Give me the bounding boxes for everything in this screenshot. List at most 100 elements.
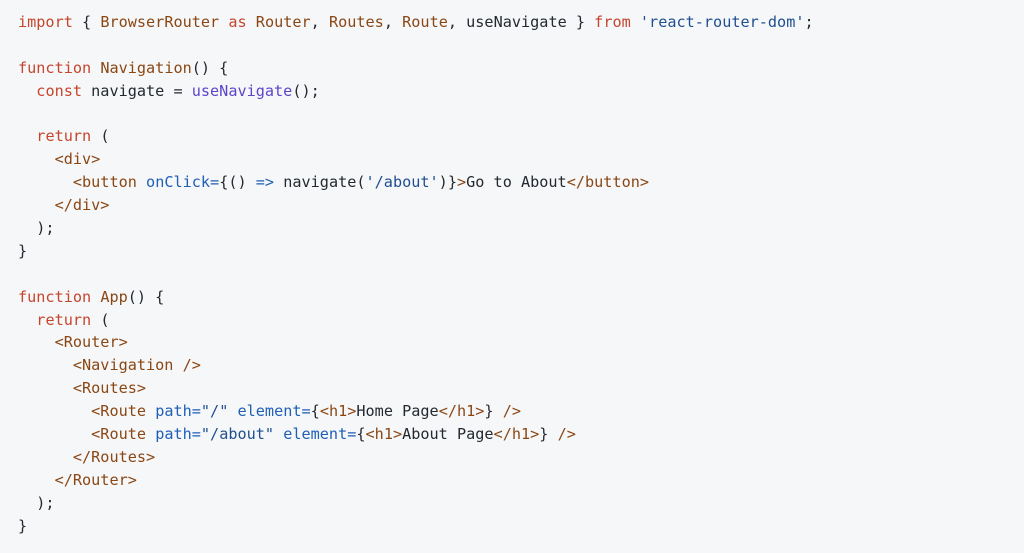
- code-token-plain: Go to About: [466, 173, 567, 192]
- code-token-plain: }: [484, 402, 503, 421]
- code-token-plain: () {: [127, 287, 165, 306]
- code-token-tag: />: [182, 356, 201, 375]
- code-token-hook: useNavigate: [191, 81, 293, 100]
- code-token-tag: <Routes>: [72, 379, 147, 398]
- code-token-plain: navigate =: [82, 81, 192, 100]
- code-token-plain: [173, 356, 182, 374]
- code-token-plain: [18, 150, 55, 168]
- code-token-plain: [247, 13, 256, 31]
- code-token-plain: }: [539, 425, 558, 444]
- code-token-tag: <div>: [54, 150, 101, 169]
- code-token-plain: [18, 471, 55, 489]
- code-line: }: [18, 515, 1024, 538]
- code-token-plain: {(): [219, 173, 256, 192]
- code-token-plain: [91, 59, 100, 77]
- code-line: <Router>: [18, 331, 1024, 354]
- code-line: return (: [18, 309, 1024, 332]
- code-token-plain: {: [356, 425, 366, 444]
- code-token-plain: [18, 173, 73, 191]
- code-token-kw: import: [18, 13, 73, 31]
- code-token-tag: </button>: [566, 173, 650, 192]
- code-token-plain: );: [18, 493, 55, 512]
- code-token-tag: >: [456, 173, 467, 192]
- code-token-attr: path=: [155, 402, 201, 421]
- code-token-plain: [18, 425, 91, 443]
- code-token-plain: [274, 425, 283, 443]
- code-token-plain: [18, 356, 73, 374]
- code-token-tag: <Route: [91, 425, 147, 444]
- code-token-fn: Navigation: [100, 58, 192, 77]
- code-token-plain: [18, 448, 73, 466]
- code-token-str: "/": [200, 402, 229, 421]
- code-token-kw: const: [36, 81, 83, 100]
- code-line: function Navigation() {: [18, 57, 1024, 80]
- code-token-attr: element=: [237, 402, 311, 421]
- code-line: <Navigation />: [18, 354, 1024, 377]
- code-token-tag: </Routes>: [72, 447, 156, 466]
- code-line: function App() {: [18, 286, 1024, 309]
- code-line: [18, 103, 1024, 126]
- code-token-plain: navigate(: [274, 173, 366, 192]
- code-token-tag: <Router>: [54, 333, 128, 352]
- code-token-attr: =>: [255, 173, 275, 192]
- code-token-plain: [146, 425, 155, 443]
- code-token-plain: () {: [191, 58, 229, 77]
- code-line: <Route path="/about" element={<h1>About …: [18, 423, 1024, 446]
- code-line: <Routes>: [18, 377, 1024, 400]
- code-token-plain: [18, 196, 55, 214]
- code-token-plain: );: [18, 219, 55, 238]
- code-token-attr: element=: [283, 425, 357, 444]
- code-token-fn: BrowserRouter: [100, 13, 220, 31]
- code-line: }: [18, 240, 1024, 263]
- code-token-kw: from: [594, 13, 631, 31]
- code-token-attr: path=: [155, 425, 201, 444]
- code-token-plain: [137, 173, 146, 191]
- code-token-plain: [18, 379, 73, 397]
- code-line: const navigate = useNavigate();: [18, 80, 1024, 103]
- code-token-kw: function: [18, 58, 92, 77]
- code-token-plain: ;: [804, 13, 814, 31]
- code-token-str: '/about': [365, 173, 439, 192]
- code-token-plain: (: [91, 127, 110, 146]
- code-token-plain: ();: [292, 81, 320, 100]
- code-token-tag: />: [502, 402, 521, 421]
- code-token-plain: }: [18, 516, 28, 535]
- code-token-tag: <button: [72, 173, 137, 192]
- code-line: </div>: [18, 194, 1024, 217]
- code-token-fn: Router: [255, 13, 311, 31]
- code-token-plain: [18, 127, 36, 145]
- code-token-plain: [18, 333, 55, 351]
- code-token-str: 'react-router-dom': [639, 13, 805, 31]
- code-token-plain: [18, 311, 36, 329]
- code-line: );: [18, 217, 1024, 240]
- code-token-plain: , useNavigate }: [447, 13, 595, 31]
- code-token-plain: [91, 288, 100, 306]
- code-token-plain: ,: [310, 13, 329, 31]
- code-lines: import { BrowserRouter as Router, Routes…: [18, 11, 1024, 537]
- code-line: import { BrowserRouter as Router, Routes…: [18, 11, 1024, 34]
- code-token-tag: <h1>: [365, 425, 403, 444]
- code-line: </Routes>: [18, 446, 1024, 469]
- code-token-tag: <Navigation: [72, 356, 174, 375]
- code-token-plain: About Page: [402, 425, 494, 444]
- code-token-plain: Home Page: [356, 402, 439, 421]
- code-token-tag: </h1>: [438, 402, 485, 421]
- code-token-fn: App: [100, 287, 128, 306]
- code-token-kw: function: [18, 287, 92, 306]
- code-line: [18, 34, 1024, 57]
- code-token-plain: [18, 82, 36, 100]
- code-token-plain: [146, 402, 155, 420]
- code-token-attr: onClick=: [146, 173, 220, 192]
- code-token-plain: {: [310, 402, 320, 421]
- code-line: );: [18, 492, 1024, 515]
- code-token-tag: <h1>: [319, 402, 357, 421]
- code-token-tag: </h1>: [493, 425, 540, 444]
- code-line: <Route path="/" element={<h1>Home Page</…: [18, 400, 1024, 423]
- code-token-kw: return: [36, 127, 92, 146]
- code-token-plain: {: [72, 13, 101, 31]
- code-token-plain: [228, 402, 237, 420]
- code-token-kw: return: [36, 310, 92, 329]
- code-line: <div>: [18, 148, 1024, 171]
- code-token-str: "/about": [200, 425, 275, 444]
- code-token-plain: )}: [438, 173, 457, 192]
